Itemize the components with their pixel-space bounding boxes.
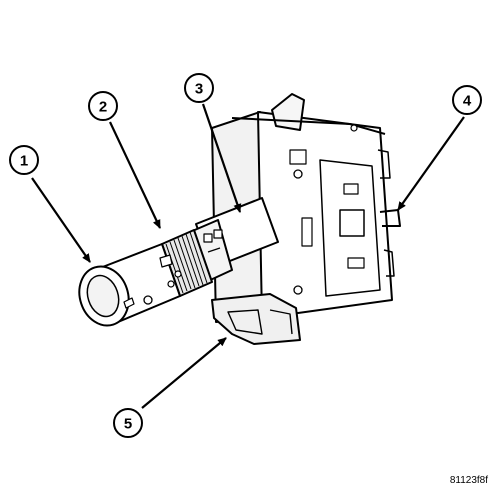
- callout-2: 2: [88, 91, 118, 121]
- callout-4: 4: [452, 85, 482, 115]
- leader-line-3: [201, 103, 242, 213]
- figure-id: 81123f8f: [450, 475, 488, 486]
- callout-1: 1: [9, 145, 39, 175]
- leader-line-1: [31, 177, 91, 263]
- leader-line-4: [397, 116, 465, 211]
- callout-3: 3: [184, 73, 214, 103]
- leader-line-2: [109, 121, 161, 229]
- callout-1-number: 1: [20, 153, 28, 170]
- callout-5-number: 5: [124, 416, 132, 433]
- callout-5: 5: [113, 408, 143, 438]
- callout-4-number: 4: [463, 93, 472, 110]
- callout-leaders: [31, 103, 465, 409]
- leader-line-5: [141, 337, 227, 409]
- multifunction-lever: [78, 197, 279, 327]
- callout-2-number: 2: [99, 99, 107, 116]
- callout-3-number: 3: [195, 81, 203, 98]
- wiring-connector: [211, 293, 301, 345]
